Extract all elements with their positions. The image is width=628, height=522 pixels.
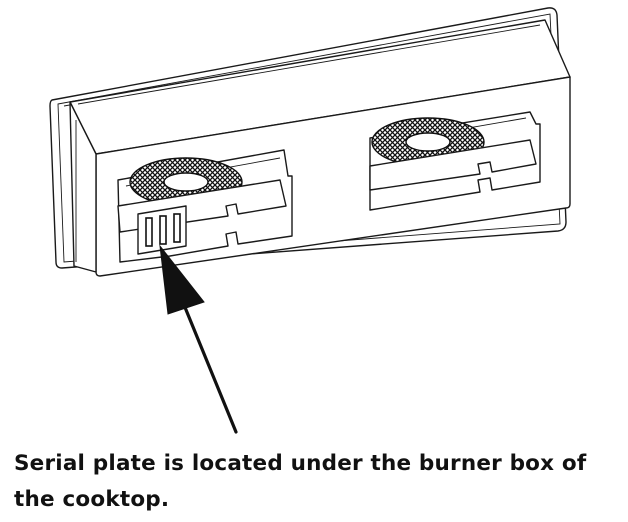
pointer-arrow	[159, 244, 238, 434]
caption-text: Serial plate is located under the burner…	[14, 451, 587, 512]
serial-plate	[137, 205, 187, 255]
cooktop-burner-box-diagram	[49, 7, 571, 434]
burner-box-right	[369, 111, 541, 211]
